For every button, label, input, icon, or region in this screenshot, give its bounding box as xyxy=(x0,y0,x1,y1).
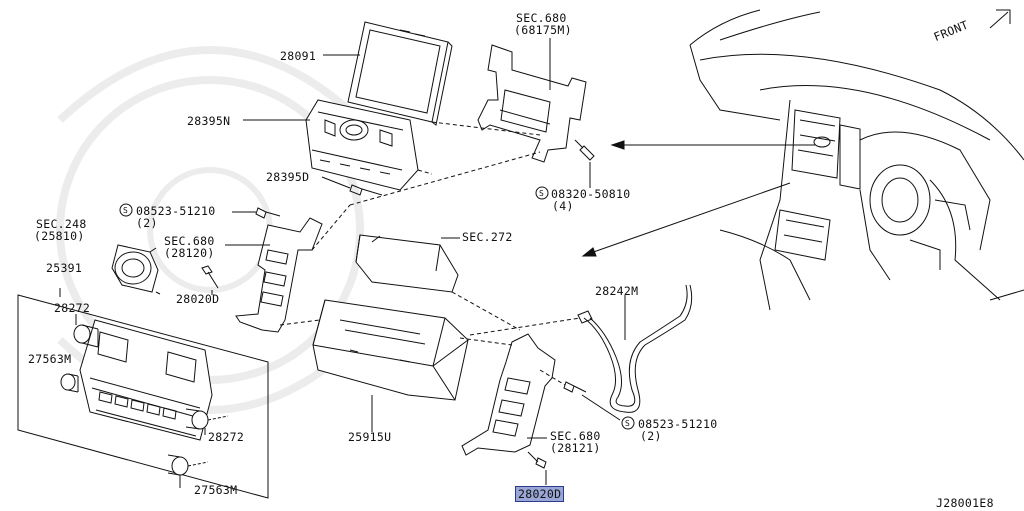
label-08320-qty: (4) xyxy=(552,199,574,213)
speaker-sec248[interactable] xyxy=(111,244,161,295)
screw-28395D[interactable] xyxy=(349,184,383,196)
label-27563M-a[interactable]: 27563M xyxy=(28,352,72,366)
cable-28242M[interactable] xyxy=(577,284,693,413)
climate-panel-25391[interactable] xyxy=(79,319,213,441)
label-28395N[interactable]: 28395N xyxy=(187,114,231,128)
svg-text:S: S xyxy=(539,189,544,198)
svg-text:S: S xyxy=(123,206,128,215)
knob-27563M-a[interactable] xyxy=(60,373,79,393)
label-08320-50810[interactable]: 08320-50810 xyxy=(551,187,631,201)
screw-28020D-a[interactable] xyxy=(201,265,219,289)
label-27563M-b[interactable]: 27563M xyxy=(194,483,238,497)
bolt-08523-51210-a[interactable] xyxy=(255,207,281,219)
knob-28272-a[interactable] xyxy=(73,324,99,348)
label-sec248-sub: (25810) xyxy=(34,229,85,243)
dashboard-view xyxy=(689,9,1024,311)
svg-text:S: S xyxy=(625,419,630,428)
knob-28272-b[interactable] xyxy=(185,408,209,430)
label-28020D-a[interactable]: 28020D xyxy=(176,292,220,306)
label-08523-b-qty: (2) xyxy=(640,429,662,443)
screw-28020D-b[interactable] xyxy=(527,451,547,469)
label-08523-51210-b[interactable]: 08523-51210 xyxy=(638,417,718,431)
label-sec272[interactable]: SEC.272 xyxy=(462,230,513,244)
bracket-sec680-28120[interactable] xyxy=(235,217,323,333)
bolt-08523-51210-b[interactable] xyxy=(563,381,587,393)
module-sec272[interactable] xyxy=(355,234,459,293)
label-28242M[interactable]: 28242M xyxy=(595,284,639,298)
label-sec680-a[interactable]: SEC.680 xyxy=(516,11,567,25)
label-sec680-c-sub: (28121) xyxy=(550,441,601,455)
label-08523-a-qty: (2) xyxy=(136,216,158,230)
label-sec680-a-sub: (68175M) xyxy=(514,23,572,37)
label-sec248[interactable]: SEC.248 xyxy=(36,217,87,231)
head-unit-25915U[interactable] xyxy=(312,299,469,401)
label-28091[interactable]: 28091 xyxy=(280,49,317,63)
s-symbol-icon xyxy=(119,203,133,217)
label-08523-51210-a[interactable]: 08523-51210 xyxy=(136,204,216,218)
label-25915U[interactable]: 25915U xyxy=(348,430,392,444)
label-sec680-c[interactable]: SEC.680 xyxy=(550,429,601,443)
label-sec680-b[interactable]: SEC.680 xyxy=(164,234,215,248)
diagram-id: J28001E8 xyxy=(936,496,994,510)
label-25391[interactable]: 25391 xyxy=(46,261,83,275)
front-direction-arrow xyxy=(989,9,1011,29)
label-sec680-b-sub: (28120) xyxy=(164,246,215,260)
display-screen-28091[interactable] xyxy=(347,21,453,126)
bracket-sec680-28121[interactable] xyxy=(461,333,556,456)
label-28272-b[interactable]: 28272 xyxy=(208,430,245,444)
s-symbol-icon xyxy=(535,186,549,200)
bolt-08320-50810[interactable] xyxy=(574,139,595,161)
s-symbol-icon xyxy=(621,416,635,430)
label-28272-a[interactable]: 28272 xyxy=(54,301,91,315)
control-panel-frame xyxy=(17,294,269,499)
label-28020D-b-highlighted[interactable]: 28020D xyxy=(515,486,565,502)
bracket-sec680-68175M[interactable] xyxy=(477,44,587,163)
label-28395D[interactable]: 28395D xyxy=(266,170,310,184)
